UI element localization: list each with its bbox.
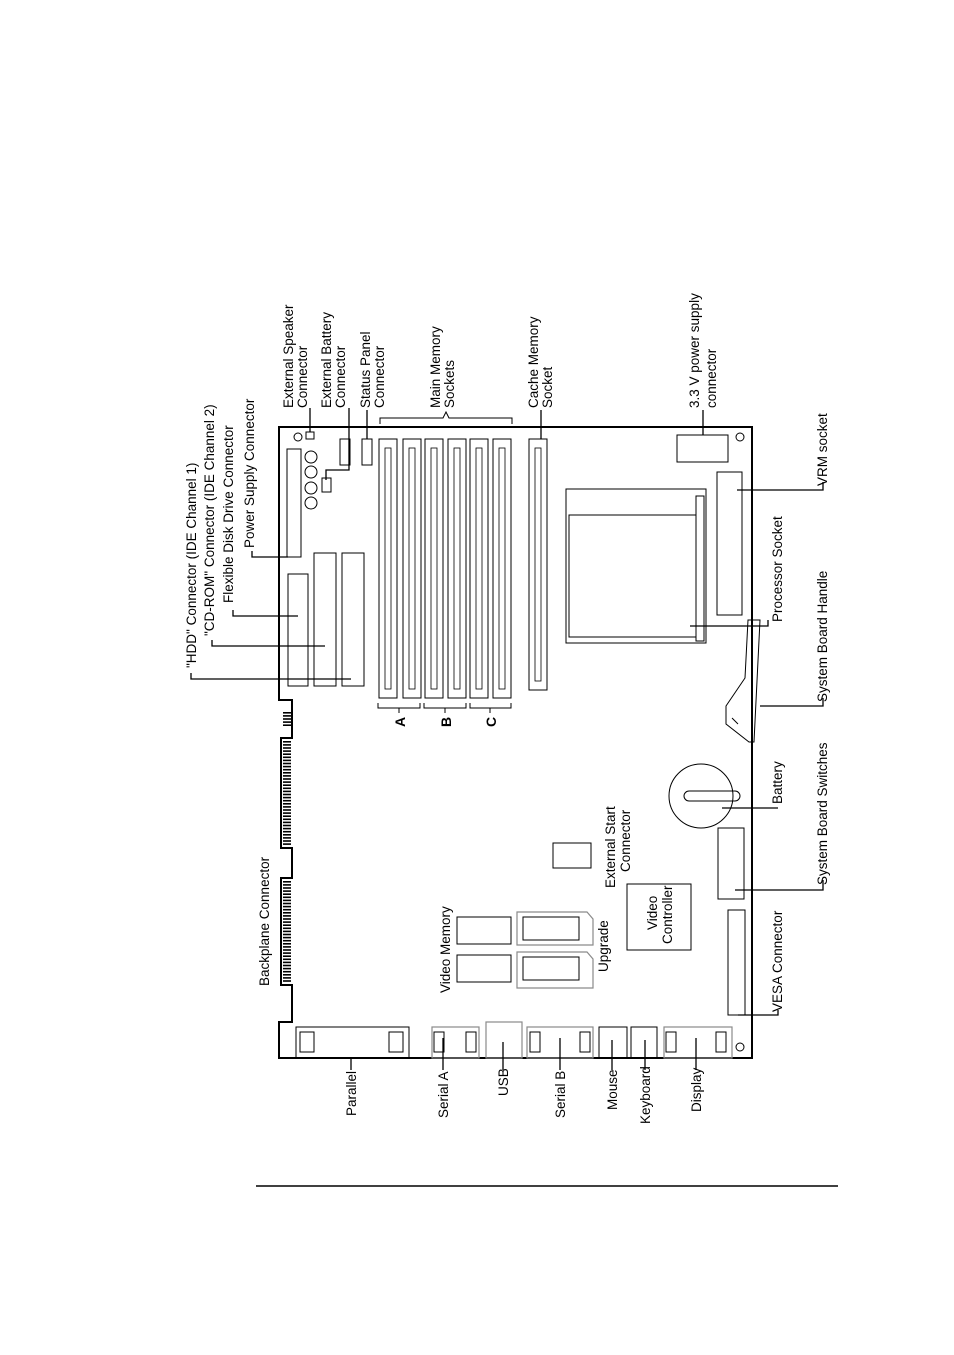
label-port-display: Display xyxy=(689,1067,704,1112)
label-backplane-connector: Backplane Connector xyxy=(257,856,272,986)
label-vrm-socket: VRM socket xyxy=(815,413,830,486)
label-power-supply-connector: Power Supply Connector xyxy=(242,398,257,548)
label-status-panel-1: Status Panel xyxy=(358,331,373,408)
flexible-disk-drive-connector xyxy=(287,573,309,687)
video-memory-chip xyxy=(456,954,512,983)
backplane-connector xyxy=(283,712,291,982)
label-main-memory-1: Main Memory xyxy=(428,326,443,408)
label-battery: Battery xyxy=(770,761,785,804)
label-system-board-switches: System Board Switches xyxy=(815,742,830,885)
capacitor xyxy=(304,481,318,495)
upgrade-chip xyxy=(522,916,580,941)
display-port xyxy=(663,1026,733,1059)
label-floppy-connector: Flexible Disk Drive Connector xyxy=(221,425,236,603)
label-cdrom-connector: "CD-ROM" Connector (IDE Channel 2) xyxy=(202,404,217,636)
label-bank-b: B xyxy=(438,717,454,727)
vesa-connector xyxy=(727,909,746,1016)
video-controller xyxy=(626,883,692,951)
label-cache-memory-1: Cache Memory xyxy=(526,316,541,408)
label-external-speaker-2: Connector xyxy=(295,345,310,408)
system-board-outline xyxy=(278,426,753,1059)
label-main-memory-2: Sockets xyxy=(442,360,457,408)
label-external-battery-2: Connector xyxy=(333,345,348,408)
label-port-serial-a: Serial A xyxy=(436,1071,451,1118)
label-external-start-1: External Start xyxy=(603,806,618,888)
label-port-parallel: Parallel xyxy=(344,1071,359,1116)
cache-memory-socket xyxy=(528,438,548,691)
battery-clip xyxy=(683,790,741,802)
label-status-panel-2: Connector xyxy=(372,345,387,408)
hdd-connector xyxy=(341,552,365,687)
label-port-keyboard: Keyboard xyxy=(638,1066,653,1124)
label-video-memory: Video Memory xyxy=(438,906,453,993)
label-power-33v-2: connector xyxy=(704,348,719,408)
main-memory-brace xyxy=(379,410,513,424)
upgrade-chip xyxy=(522,956,580,981)
leader-lines xyxy=(190,408,824,1070)
label-external-battery-1: External Battery xyxy=(319,312,334,408)
label-port-usb: USB xyxy=(496,1068,511,1096)
vrm-socket xyxy=(716,471,743,616)
battery xyxy=(668,763,734,829)
connector-block xyxy=(339,438,351,466)
capacitor xyxy=(304,465,318,479)
parallel-port xyxy=(295,1026,410,1059)
label-upgrade: Upgrade xyxy=(596,920,611,972)
label-vesa-connector: VESA Connector xyxy=(770,910,785,1012)
label-cache-memory-2: Socket xyxy=(540,366,555,408)
cdrom-connector xyxy=(313,552,337,687)
mount-hole xyxy=(735,1042,745,1052)
upgrade-socket xyxy=(516,911,594,946)
keyboard-port xyxy=(630,1026,658,1059)
label-external-speaker-1: External Speaker xyxy=(281,304,296,408)
mount-hole xyxy=(293,432,303,442)
capacitor xyxy=(304,450,318,464)
processor-heatsink xyxy=(565,488,707,644)
upgrade-socket xyxy=(516,951,594,989)
label-processor-socket: Processor Socket xyxy=(770,516,785,622)
power-supply-connector xyxy=(286,448,302,558)
video-memory-chip xyxy=(456,916,512,945)
mount-hole xyxy=(735,432,745,442)
label-video-controller-2: Controller xyxy=(660,885,675,944)
socket-lever xyxy=(695,495,705,642)
capacitor xyxy=(304,496,318,510)
label-port-mouse: Mouse xyxy=(605,1069,620,1110)
label-system-board-handle: System Board Handle xyxy=(815,571,830,702)
label-hdd-connector: "HDD" Connector (IDE Channel 1) xyxy=(184,463,199,668)
label-bank-a: A xyxy=(392,717,408,727)
label-video-controller-1: Video xyxy=(645,896,660,930)
label-port-serial-b: Serial B xyxy=(553,1071,568,1118)
main-memory-sockets xyxy=(378,438,512,699)
serial-a-port xyxy=(431,1026,480,1059)
usb-port xyxy=(485,1021,523,1059)
label-power-33v-1: 3.3 V power supply xyxy=(687,293,702,408)
system-board-handle xyxy=(725,619,761,743)
label-bank-c: C xyxy=(483,717,499,727)
mouse-port xyxy=(598,1026,628,1059)
system-board-switches xyxy=(717,827,745,900)
external-start-connector xyxy=(552,842,592,869)
label-external-start-2: Connector xyxy=(618,809,633,872)
